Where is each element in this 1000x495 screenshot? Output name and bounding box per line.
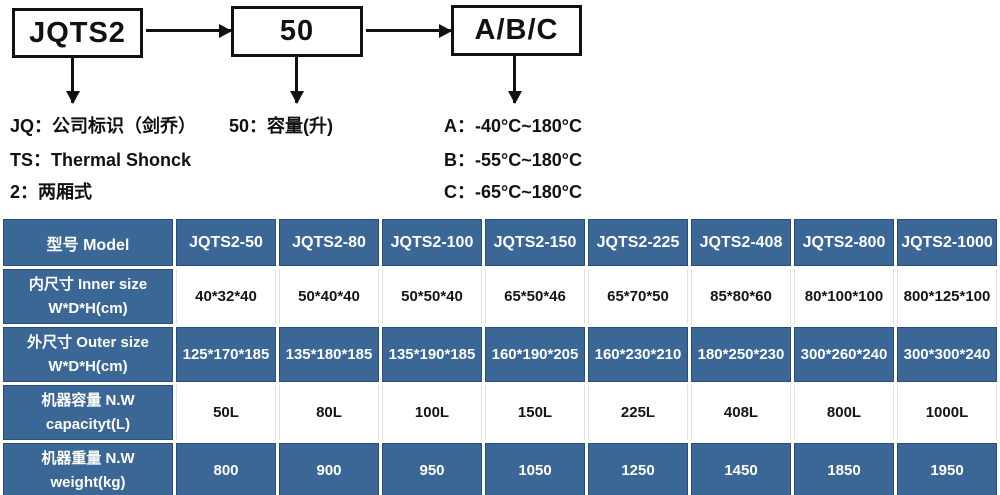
spec-value-cell: 50*50*40: [382, 269, 482, 324]
arrow-down-icon: [513, 56, 516, 103]
spec-value-cell: 160*230*210: [588, 327, 688, 382]
spec-value-cell: 135*180*185: [279, 327, 379, 382]
model-name-header: JQTS2-800: [794, 219, 894, 266]
model-name-header: JQTS2-50: [176, 219, 276, 266]
spec-value-cell: 100L: [382, 385, 482, 440]
spec-value-cell: 150L: [485, 385, 585, 440]
spec-value-cell: 1250: [588, 443, 688, 495]
model-name-header: JQTS2-225: [588, 219, 688, 266]
spec-value-cell: 300*260*240: [794, 327, 894, 382]
spec-value-cell: 80L: [279, 385, 379, 440]
spec-value-cell: 800L: [794, 385, 894, 440]
model-column-header: 型号 Model: [3, 219, 173, 266]
spec-value-cell: 125*170*185: [176, 327, 276, 382]
note-two-zone: 2：两厢式: [10, 182, 93, 202]
note-company-id: JQ：公司标识（剑乔）: [10, 116, 197, 136]
arrow-down-icon: [71, 58, 74, 103]
spec-value-cell: 225L: [588, 385, 688, 440]
spec-value-cell: 1450: [691, 443, 791, 495]
arrow-down-icon: [295, 57, 298, 103]
spec-value-cell: 80*100*100: [794, 269, 894, 324]
spec-value-cell: 408L: [691, 385, 791, 440]
spec-value-cell: 50*40*40: [279, 269, 379, 324]
model-name-header: JQTS2-150: [485, 219, 585, 266]
spec-value-cell: 180*250*230: [691, 327, 791, 382]
spec-value-cell: 85*80*60: [691, 269, 791, 324]
model-code-box-temp-grade: A/B/C: [451, 5, 582, 56]
model-naming-diagram: JQTS2 50 A/B/C JQ：公司标识（剑乔） TS：Thermal Sh…: [0, 0, 1000, 216]
model-code-box-capacity: 50: [231, 6, 363, 57]
note-capacity: 50：容量(升): [229, 116, 334, 136]
spec-value-cell: 50L: [176, 385, 276, 440]
spec-value-cell: 800*125*100: [897, 269, 997, 324]
spec-value-cell: 950: [382, 443, 482, 495]
note-temp-range-b: B：-55°C~180°C: [444, 150, 582, 170]
note-temp-range-c: C：-65°C~180°C: [444, 182, 582, 202]
spec-value-cell: 1950: [897, 443, 997, 495]
note-temp-range-a: A：-40°C~180°C: [444, 116, 582, 136]
spec-value-cell: 135*190*185: [382, 327, 482, 382]
spec-value-cell: 65*50*46: [485, 269, 585, 324]
spec-value-cell: 800: [176, 443, 276, 495]
model-name-header: JQTS2-100: [382, 219, 482, 266]
note-thermal-shock: TS：Thermal Shonck: [10, 150, 192, 170]
spec-value-cell: 160*190*205: [485, 327, 585, 382]
spec-value-cell: 1000L: [897, 385, 997, 440]
model-name-header: JQTS2-1000: [897, 219, 997, 266]
spec-value-cell: 900: [279, 443, 379, 495]
spec-value-cell: 1050: [485, 443, 585, 495]
arrow-right-icon: [146, 29, 231, 32]
model-name-header: JQTS2-80: [279, 219, 379, 266]
spec-value-cell: 65*70*50: [588, 269, 688, 324]
model-code-box-series: JQTS2: [12, 8, 143, 58]
spec-value-cell: 1850: [794, 443, 894, 495]
spec-value-cell: 40*32*40: [176, 269, 276, 324]
spec-value-cell: 300*300*240: [897, 327, 997, 382]
model-name-header: JQTS2-408: [691, 219, 791, 266]
arrow-right-icon: [366, 29, 451, 32]
